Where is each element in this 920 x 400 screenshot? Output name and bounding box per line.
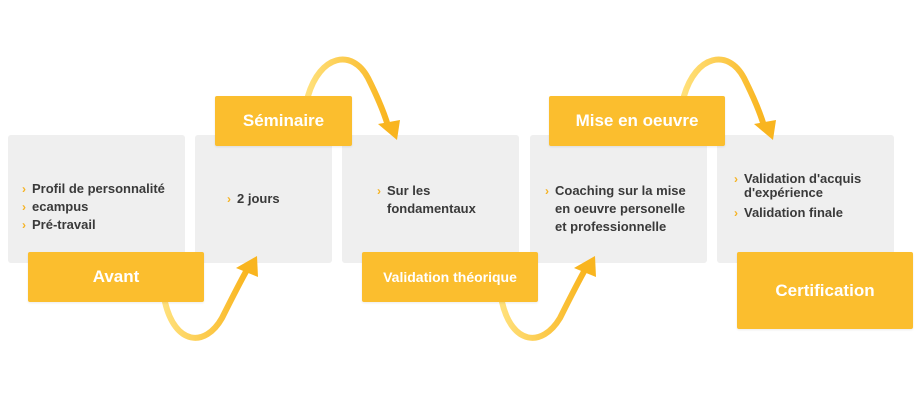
stage-card-avant: Profil de personnalité ecampus Pré-trava…: [8, 135, 185, 263]
list-item: Coaching sur la mise en oeuvre personell…: [543, 182, 697, 236]
list-item: ecampus: [20, 198, 185, 216]
stage-card-seminaire: 2 jours: [195, 135, 332, 263]
stage-label-avant: Avant: [28, 252, 204, 302]
stage-label-mise-en-oeuvre: Mise en oeuvre: [549, 96, 725, 146]
list-item: Pré-travail: [20, 216, 185, 234]
list-item: Profil de personnalité: [20, 180, 185, 198]
stage-card-certification: Validation d'acquis d'expérience Validat…: [717, 135, 894, 263]
list-item: Validation d'acquis d'expérience: [732, 172, 876, 200]
stage-card-validation-theorique: Sur les fondamentaux: [342, 135, 519, 263]
stage-label-certification: Certification: [737, 252, 913, 329]
list-item: 2 jours: [225, 190, 332, 208]
stage-label-seminaire: Séminaire: [215, 96, 352, 146]
stage-card-mise-en-oeuvre: Coaching sur la mise en oeuvre personell…: [530, 135, 707, 263]
stage-label-validation-theorique: Validation théorique: [362, 252, 538, 302]
list-item: Validation finale: [732, 206, 876, 221]
list-item: Sur les fondamentaux: [375, 182, 499, 218]
